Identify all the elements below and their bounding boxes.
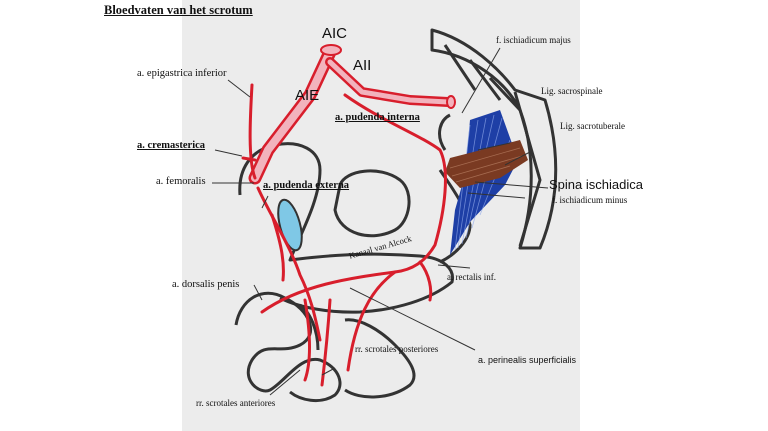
page-title: Bloedvaten van het scrotum <box>104 3 253 17</box>
label-sacrospinale: Lig. sacrospinale <box>541 86 603 96</box>
label-scrotales-anteriores: rr. scrotales anteriores <box>196 398 276 408</box>
a-dorsalis-penis <box>260 270 397 314</box>
label-aie: AIE <box>295 87 320 104</box>
a-epigastrica <box>248 83 257 180</box>
label-cremasterica: a. cremasterica <box>137 140 206 151</box>
label-pudenda-interna: a. pudenda interna <box>335 112 420 123</box>
label-scrotales-posteriores: rr. scrotales posteriores <box>355 344 439 354</box>
label-pudenda-externa: a. pudenda externa <box>263 180 350 191</box>
sacrum-outline <box>430 28 558 250</box>
label-sacrotuberale: Lig. sacrotuberale <box>560 121 625 131</box>
label-ischiadicum-majus: f. ischiadicum majus <box>496 35 571 45</box>
sacrospinal-ligament <box>445 140 528 188</box>
label-aii: AII <box>353 57 372 74</box>
hip-bone-outline <box>238 113 472 314</box>
scrotum-outline <box>234 291 416 403</box>
label-femoralis: a. femoralis <box>156 176 206 187</box>
leader-lines <box>212 47 549 396</box>
label-epigastrica: a. epigastrica inferior <box>137 68 227 79</box>
a-pudenda-interna <box>343 93 447 274</box>
label-aic: AIC <box>322 25 348 42</box>
a-pudenda-externa <box>256 186 322 342</box>
a-perinealis <box>346 270 397 372</box>
label-dorsalis-penis: a. dorsalis penis <box>172 279 240 290</box>
arteries <box>241 44 456 387</box>
label-perinealis: a. perinealis superficialis <box>478 355 577 365</box>
a-cremasterica <box>241 156 257 162</box>
label-ischiadicum-minus: f. ischiadicum minus <box>552 195 628 205</box>
label-rectalis: a. rectalis inf. <box>447 272 496 282</box>
drawing-panel <box>182 0 580 431</box>
label-spina-ischiadica: Spina ischiadica <box>549 177 643 192</box>
